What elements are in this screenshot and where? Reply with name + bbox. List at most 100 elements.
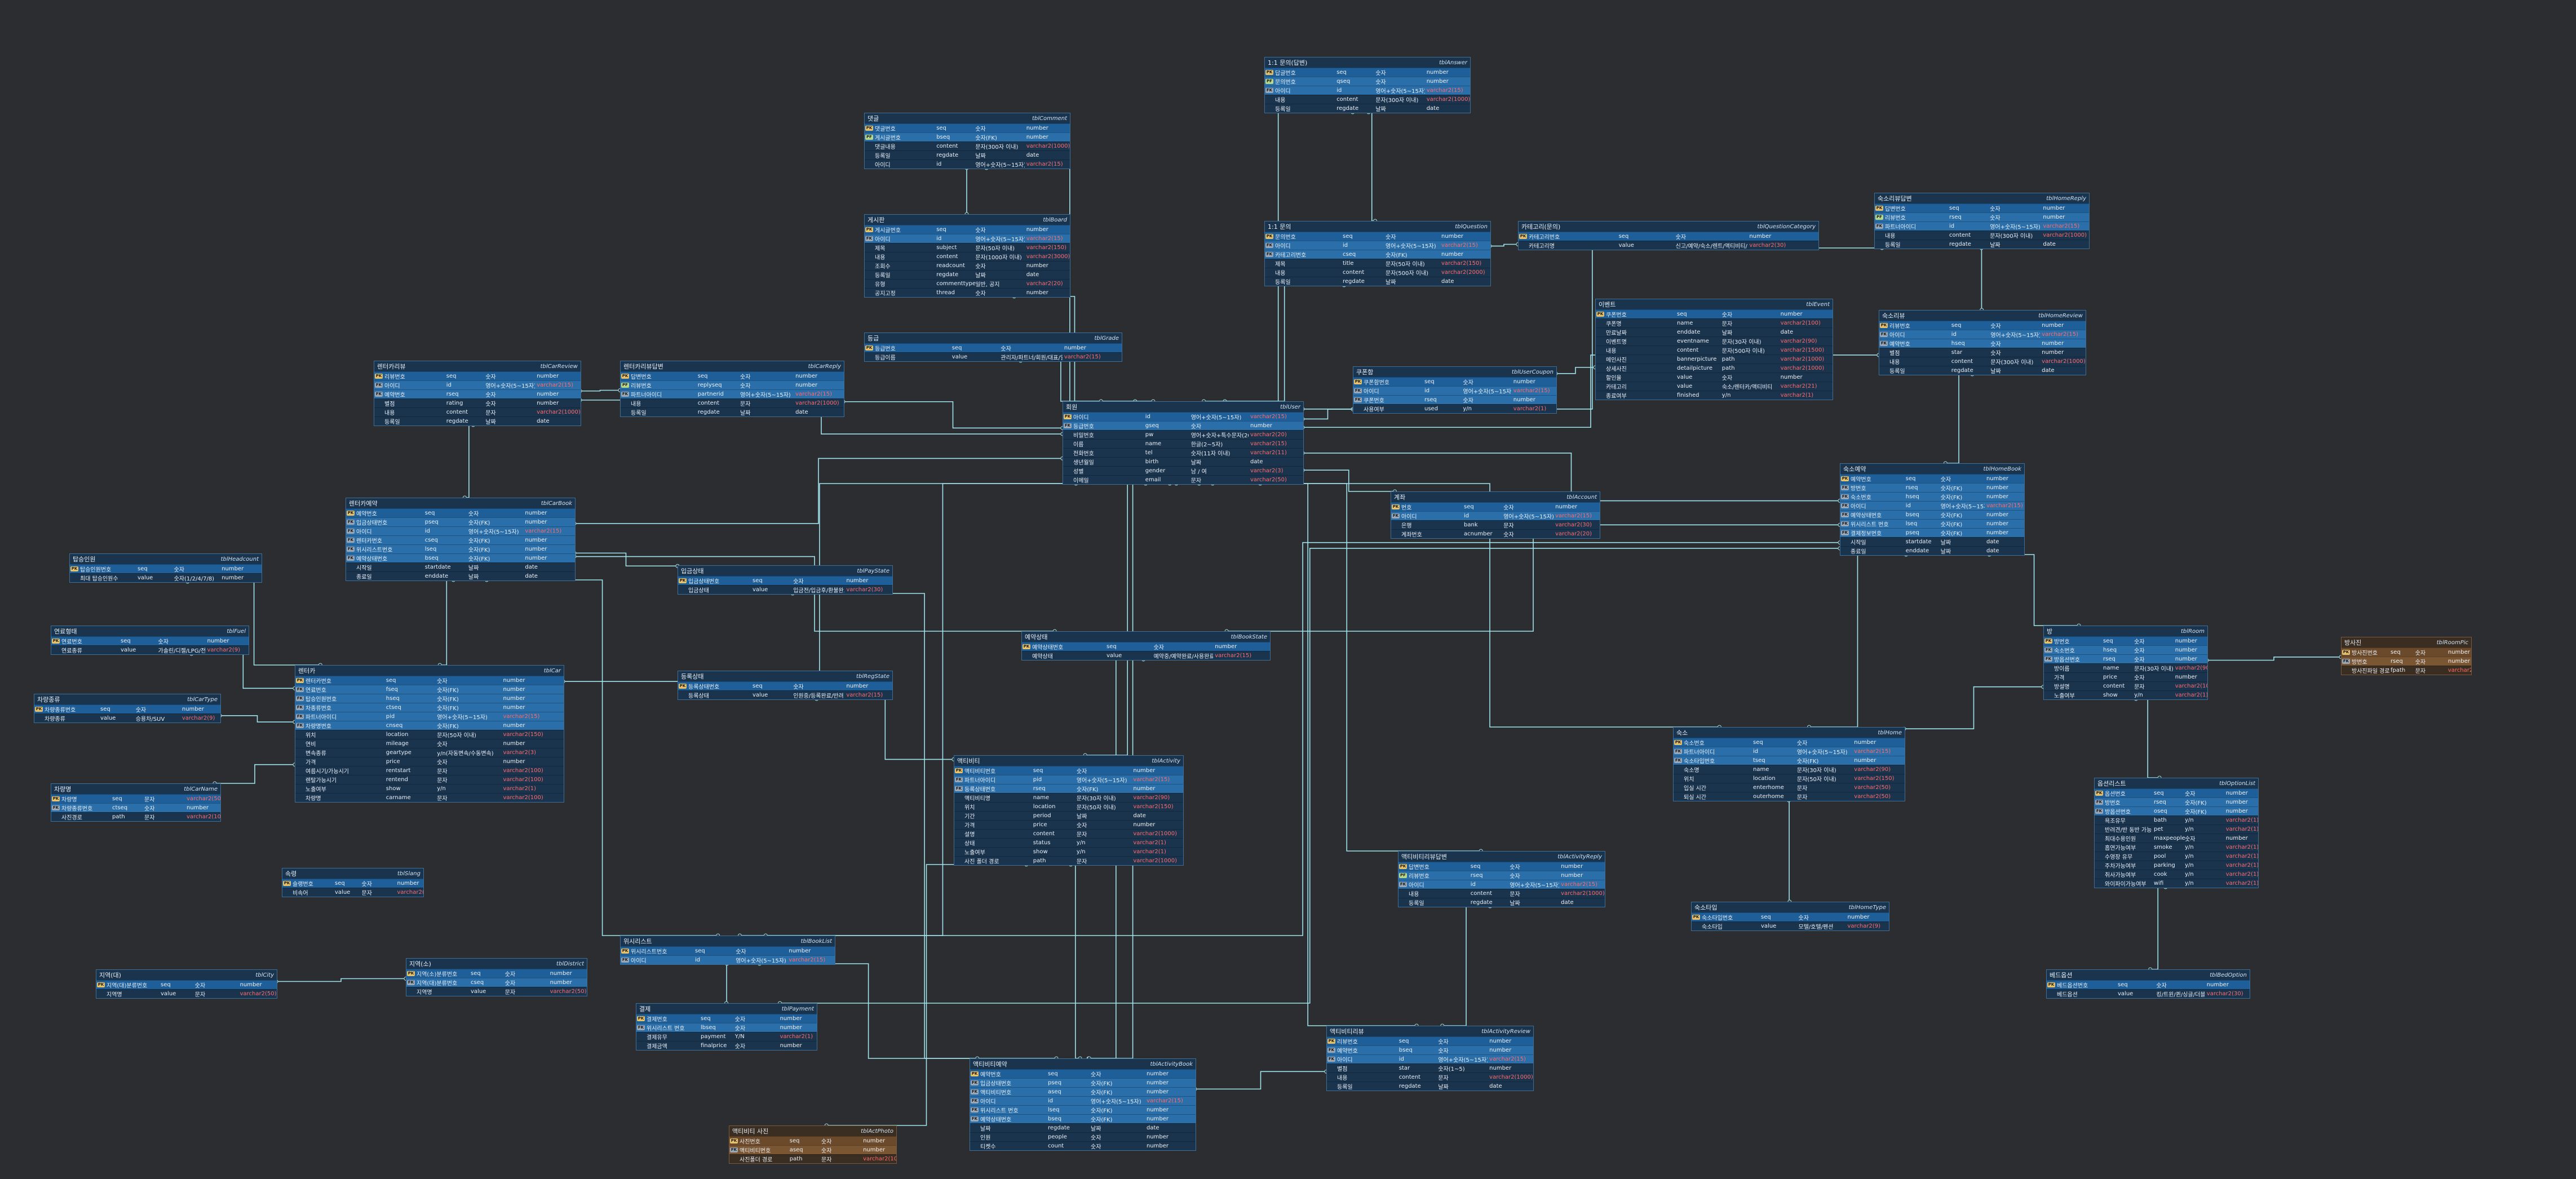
column-row[interactable]: 카테고리명value신고/예약/숙소/렌트/액티비티/상품/회원/기타varch… [1519, 241, 1818, 250]
